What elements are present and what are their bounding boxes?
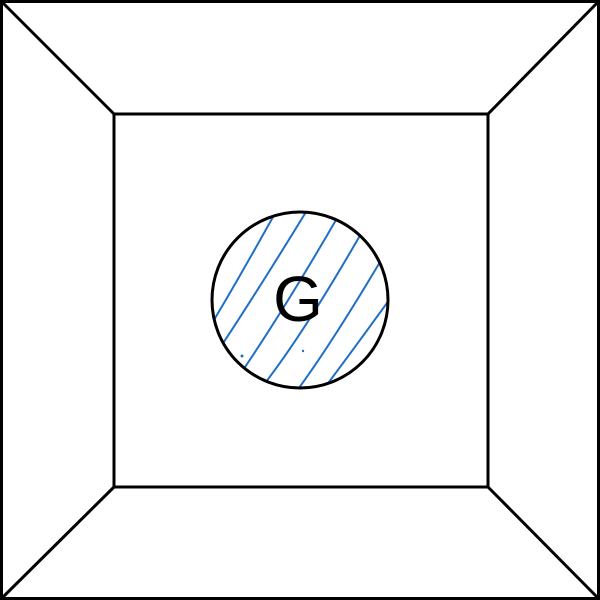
inner-square xyxy=(112,112,490,489)
hatch-dot xyxy=(240,354,244,358)
center-label: G xyxy=(273,263,323,335)
corner-line-bottom-right xyxy=(486,485,600,600)
center-circle xyxy=(210,210,390,390)
corner-line-top-right xyxy=(486,0,600,116)
hatch-stroke xyxy=(295,261,381,388)
hatch-stroke xyxy=(325,295,388,387)
corner-line-top-left xyxy=(0,0,116,116)
hatch-stroke xyxy=(257,231,363,388)
corner-line-bottom-left xyxy=(0,485,116,600)
hatch-dot xyxy=(301,349,305,353)
